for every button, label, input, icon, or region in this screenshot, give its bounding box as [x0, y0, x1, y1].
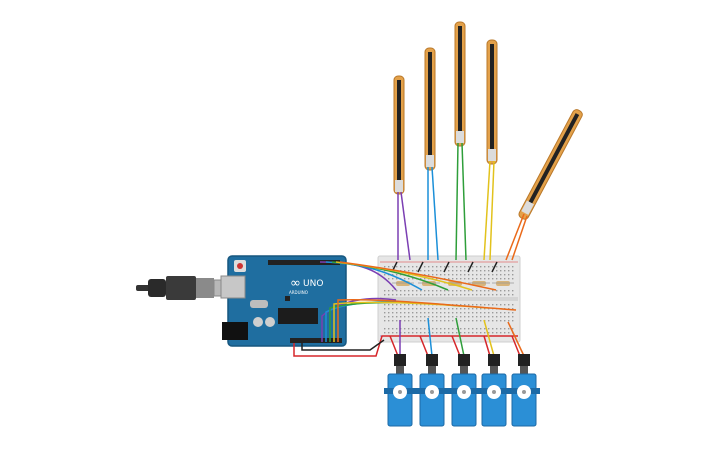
usb-cable[interactable]	[136, 276, 245, 300]
flex-sensor-thumb[interactable]	[393, 75, 405, 195]
flex-sensor-wires	[397, 142, 528, 261]
board-model-label: UNO	[303, 279, 323, 289]
servo-wires	[389, 317, 525, 357]
flex-sensor-ring[interactable]	[486, 39, 498, 165]
servo-4[interactable]	[478, 354, 510, 427]
flex-sensor-pinky[interactable]	[518, 108, 584, 220]
servo-3[interactable]	[448, 354, 480, 427]
breadboard-holes	[384, 266, 514, 334]
arduino-logo-symbol: ∞	[290, 276, 301, 291]
resistor-5	[492, 281, 514, 286]
signal-wires	[293, 261, 518, 357]
analog-pin-header	[290, 338, 342, 343]
board-brand-label: ARDUINO	[289, 290, 308, 295]
servo-5[interactable]	[508, 354, 540, 427]
microcontroller-chip	[278, 308, 318, 324]
servo-2[interactable]	[416, 354, 448, 427]
flex-sensor-index[interactable]	[424, 47, 436, 171]
servo-1[interactable]	[384, 354, 416, 427]
arduino-uno-board[interactable]: ∞ UNO ARDUINO	[220, 255, 347, 347]
resistor-4	[468, 281, 490, 286]
flex-sensor-middle[interactable]	[454, 21, 466, 147]
digital-pin-header	[268, 260, 340, 265]
